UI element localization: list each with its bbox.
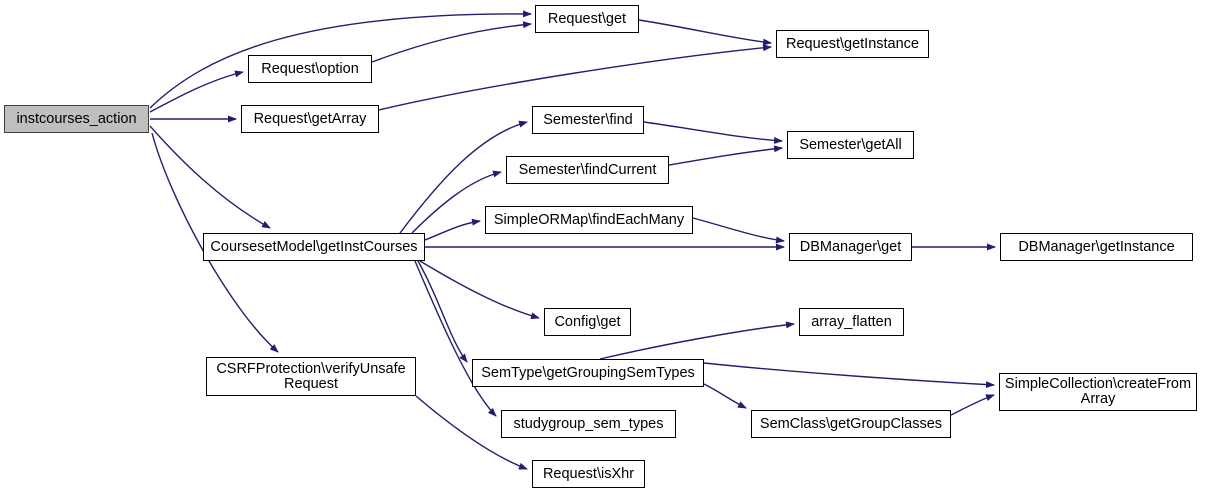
edge-csrf_verifyunsaferequest-to-request_isxhr [415,395,528,470]
node-label: Request\isXhr [542,465,635,482]
node-label: Semester\getAll [799,136,902,153]
node-instcourses_action[interactable]: instcourses_action [4,105,149,133]
node-label: Request\getArray [253,110,367,127]
edge-semester_findcurrent-to-semester_getall [668,145,783,166]
node-config_get[interactable]: Config\get [544,308,631,336]
node-label: SemType\getGroupingSemTypes [481,364,695,381]
node-semtype_getgroupingsemtypes[interactable]: SemType\getGroupingSemTypes [472,359,704,387]
edge-coursesetmodel_getinstcourses-to-simpleormap_findeachmany [424,218,481,241]
edge-coursesetmodel_getinstcourses-to-semester_find [399,120,528,234]
edge-semtype_getgroupingsemtypes-to-semclass_getgroupclasses [703,383,747,409]
edge-instcourses_action-to-request_option [149,70,244,113]
node-request_get[interactable]: Request\get [535,5,639,33]
edge-semtype_getgroupingsemtypes-to-simplecollection_createfromarray [703,362,995,389]
edge-simpleormap_findeachmany-to-dbmanager_get [692,217,785,244]
node-simplecollection_createfromarray[interactable]: SimpleCollection\createFrom Array [999,373,1197,411]
edge-request_option-to-request_get [371,21,532,63]
node-label: Config\get [554,313,621,330]
edge-request_get-to-request_getinstance [638,19,772,46]
node-request_getarray[interactable]: Request\getArray [241,105,379,133]
edge-coursesetmodel_getinstcourses-to-studygroup_sem_types [414,260,497,417]
node-label: DBManager\get [799,238,902,255]
node-label: DBManager\getInstance [1018,238,1175,255]
node-simpleormap_findeachmany[interactable]: SimpleORMap\findEachMany [485,206,693,234]
edge-coursesetmodel_getinstcourses-to-semester_findcurrent [411,170,502,234]
node-label: Semester\find [543,111,633,128]
node-array_flatten[interactable]: array_flatten [799,308,904,336]
node-request_option[interactable]: Request\option [248,55,372,83]
node-studygroup_sem_types[interactable]: studygroup_sem_types [501,410,676,438]
edge-request_getarray-to-request_getinstance [378,44,772,111]
node-semester_getall[interactable]: Semester\getAll [787,131,914,159]
edge-instcourses_action-to-coursesetmodel_getinstcourses [149,125,271,229]
edge-semtype_getgroupingsemtypes-to-array_flatten [599,321,795,360]
node-coursesetmodel_getinstcourses[interactable]: CoursesetModel\getInstCourses [203,233,425,261]
node-semester_find[interactable]: Semester\find [532,106,644,134]
edge-coursesetmodel_getinstcourses-to-semtype_getgroupingsemtypes [417,260,468,363]
node-semester_findcurrent[interactable]: Semester\findCurrent [506,156,669,184]
node-csrf_verifyunsaferequest[interactable]: CSRFProtection\verifyUnsafe Request [206,357,416,396]
node-label: instcourses_action [16,110,137,127]
edge-semclass_getgroupclasses-to-simplecollection_createfromarray [950,394,995,416]
node-label: SimpleCollection\createFrom Array [1004,376,1192,407]
edge-coursesetmodel_getinstcourses-to-config_get [419,260,540,320]
node-label: SimpleORMap\findEachMany [493,211,685,228]
node-request_getinstance[interactable]: Request\getInstance [776,30,929,58]
node-semclass_getgroupclasses[interactable]: SemClass\getGroupClasses [751,410,951,438]
node-label: CoursesetModel\getInstCourses [210,238,418,255]
edge-semester_find-to-semester_getall [643,121,783,144]
node-label: array_flatten [811,313,892,330]
node-label: Request\get [547,10,627,27]
edge-instcourses_action-to-request_get [149,10,532,109]
node-dbmanager_getinstance[interactable]: DBManager\getInstance [1000,233,1193,261]
node-label: Request\getInstance [785,35,919,52]
node-label: Semester\findCurrent [518,161,657,178]
node-dbmanager_get[interactable]: DBManager\get [789,233,912,261]
node-label: Request\option [261,60,359,77]
node-label: CSRFProtection\verifyUnsafe Request [216,360,406,392]
node-request_isxhr[interactable]: Request\isXhr [532,460,645,488]
node-label: SemClass\getGroupClasses [759,415,943,432]
node-label: studygroup_sem_types [513,415,664,432]
